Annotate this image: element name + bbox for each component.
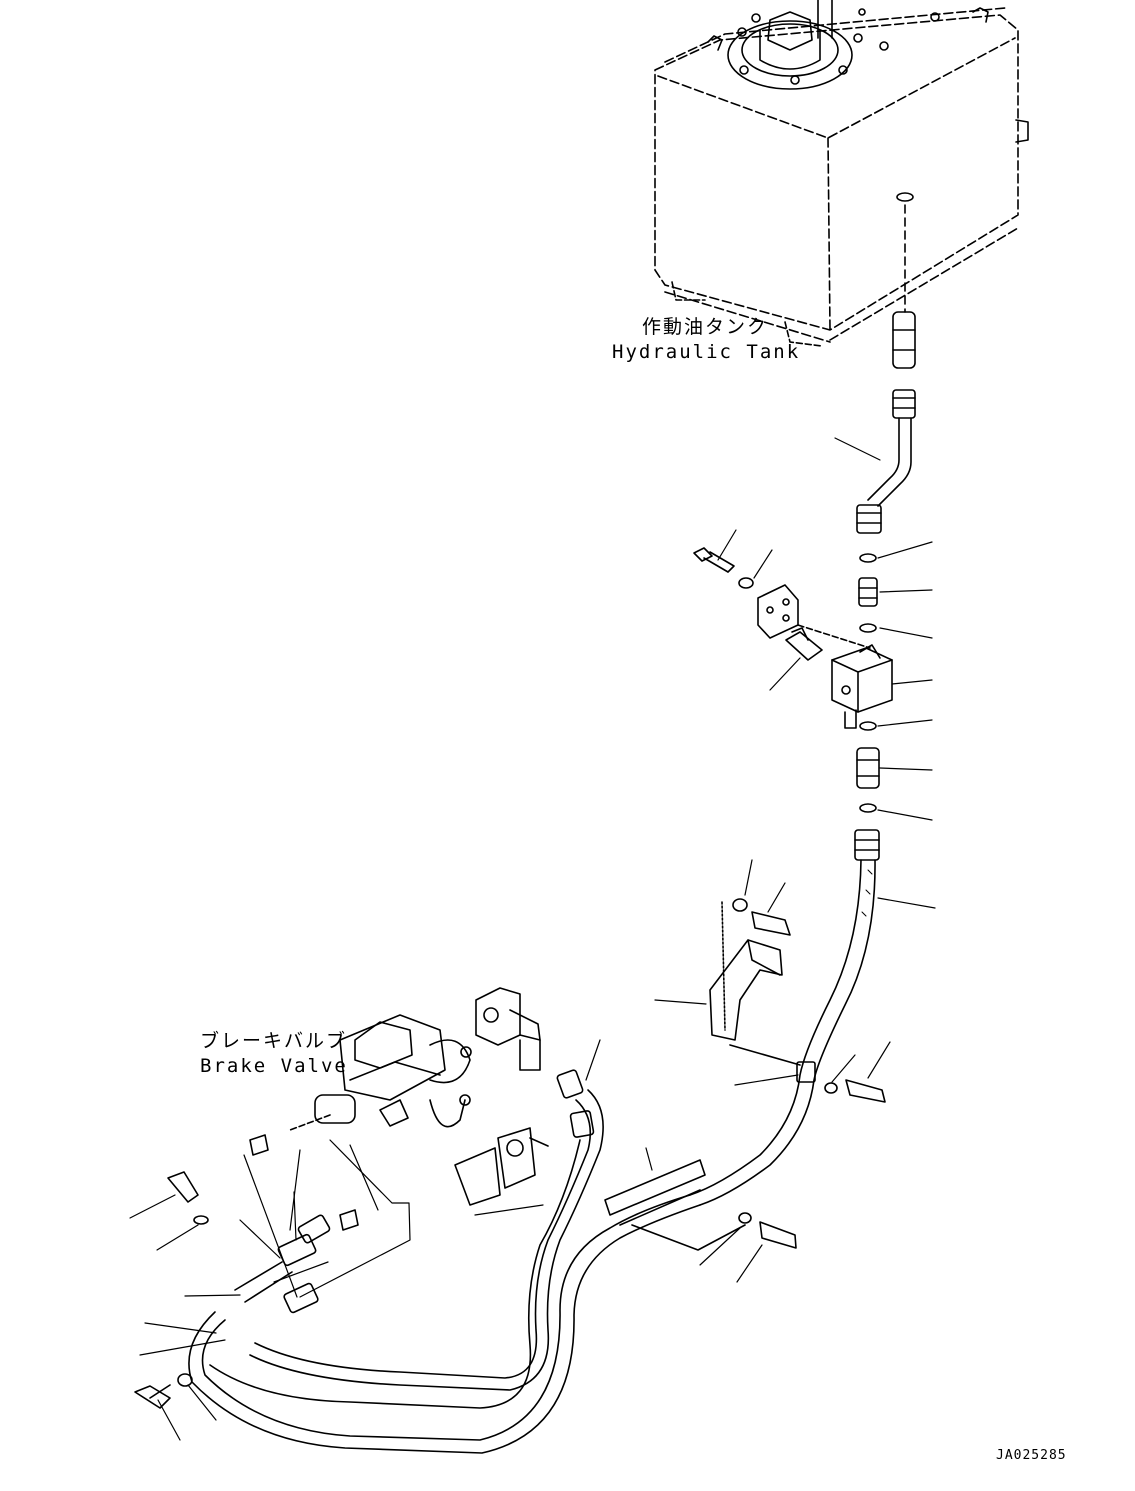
hydraulic-tank bbox=[654, 7, 1029, 347]
callout-leaders bbox=[129, 437, 936, 1441]
hose-right bbox=[689, 829, 880, 1206]
bolt-right bbox=[824, 1079, 886, 1103]
pipe-upper bbox=[856, 389, 916, 534]
mounting-bracket-upper bbox=[693, 547, 871, 661]
clamp-bracket-right bbox=[709, 898, 801, 1066]
bolt-left-lower bbox=[134, 1373, 193, 1409]
hose-ends-left bbox=[234, 1134, 359, 1314]
brake-valve-label-en: Brake Valve bbox=[200, 1055, 348, 1077]
brake-valve-label-jp: ブレーキバルブ bbox=[200, 1030, 348, 1052]
hose-loop-outer bbox=[188, 1194, 701, 1454]
tank-strainer bbox=[892, 311, 916, 369]
valve-block-lower bbox=[454, 1127, 549, 1206]
fitting-stack bbox=[831, 553, 893, 813]
hose-center bbox=[209, 1069, 604, 1409]
tank-cover-flange bbox=[727, 0, 940, 90]
valve-block-center bbox=[475, 987, 541, 1071]
tank-label-en: Hydraulic Tank bbox=[612, 341, 801, 363]
brake-valve bbox=[289, 1014, 472, 1131]
tank-label-jp: 作動油タンク bbox=[642, 316, 769, 338]
drawing-code: JA025285 bbox=[996, 1448, 1067, 1463]
bolt-left-upper bbox=[167, 1171, 209, 1225]
